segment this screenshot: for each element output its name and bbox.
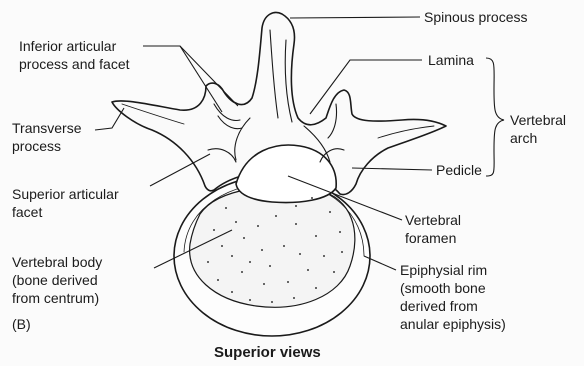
label-vertebral-foramen-line2: foramen xyxy=(405,230,456,247)
label-superior-articular-line1: Superior articular xyxy=(12,186,119,203)
label-superior-articular-line2: facet xyxy=(12,204,42,221)
label-epiphysial-rim-line1: Epiphysial rim xyxy=(400,262,487,279)
label-inferior-articular-line2: process and facet xyxy=(19,56,130,73)
label-epiphysial-rim-line3: derived from xyxy=(400,298,478,315)
label-vertebral-body-line1: Vertebral body xyxy=(12,254,102,271)
label-epiphysial-rim-line2: (smooth bone xyxy=(400,280,486,297)
label-vertebral-body-line2: (bone derived xyxy=(12,272,98,289)
label-vertebral-foramen-line1: Vertebral xyxy=(405,212,461,229)
label-vertebral-arch-line2: arch xyxy=(510,130,537,147)
label-inferior-articular-line1: Inferior articular xyxy=(19,38,116,55)
label-pedicle: Pedicle xyxy=(436,162,482,179)
label-transverse-process-line2: process xyxy=(12,138,61,155)
label-vertebral-arch-line1: Vertebral xyxy=(510,112,566,129)
label-epiphysial-rim-line4: anular epiphysis) xyxy=(400,316,506,333)
vertebral-body-cancellous xyxy=(190,187,355,308)
label-transverse-process-line1: Transverse xyxy=(12,120,82,137)
label-vertebral-body-line3: from centrum) xyxy=(12,290,99,307)
panel-letter: (B) xyxy=(12,316,31,333)
vertebral-arch-brace xyxy=(486,58,504,176)
leader-spinous-process xyxy=(290,17,420,18)
label-lamina: Lamina xyxy=(428,52,474,69)
leader-lamina xyxy=(310,60,422,114)
figure-caption: Superior views xyxy=(214,344,321,361)
label-spinous-process: Spinous process xyxy=(424,9,528,26)
